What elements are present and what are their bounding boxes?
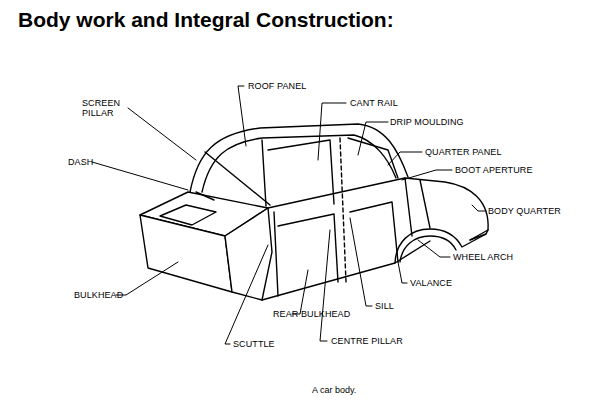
part-label: SILL — [375, 301, 394, 311]
part-label: DASH — [68, 157, 93, 167]
part-label: REAR BULKHEAD — [273, 309, 350, 319]
part-label: SCREEN PILLAR — [82, 98, 124, 119]
part-label: WHEEL ARCH — [453, 252, 513, 262]
part-label: ROOF PANEL — [248, 81, 306, 91]
part-label: BULKHEAD — [74, 290, 123, 300]
part-label: BOOT APERTURE — [455, 165, 533, 175]
figure-caption: A car body. — [312, 385, 356, 395]
part-label: CENTRE PILLAR — [331, 336, 403, 346]
part-label: VALANCE — [410, 278, 452, 288]
part-label: QUARTER PANEL — [425, 147, 502, 157]
part-label: CANT RAIL — [350, 98, 398, 108]
part-label: BODY QUARTER — [488, 206, 561, 216]
part-label: SCUTTLE — [233, 339, 275, 349]
diagram-title: Body work and Integral Construction: — [18, 8, 394, 32]
part-label: DRIP MOULDING — [390, 117, 464, 127]
